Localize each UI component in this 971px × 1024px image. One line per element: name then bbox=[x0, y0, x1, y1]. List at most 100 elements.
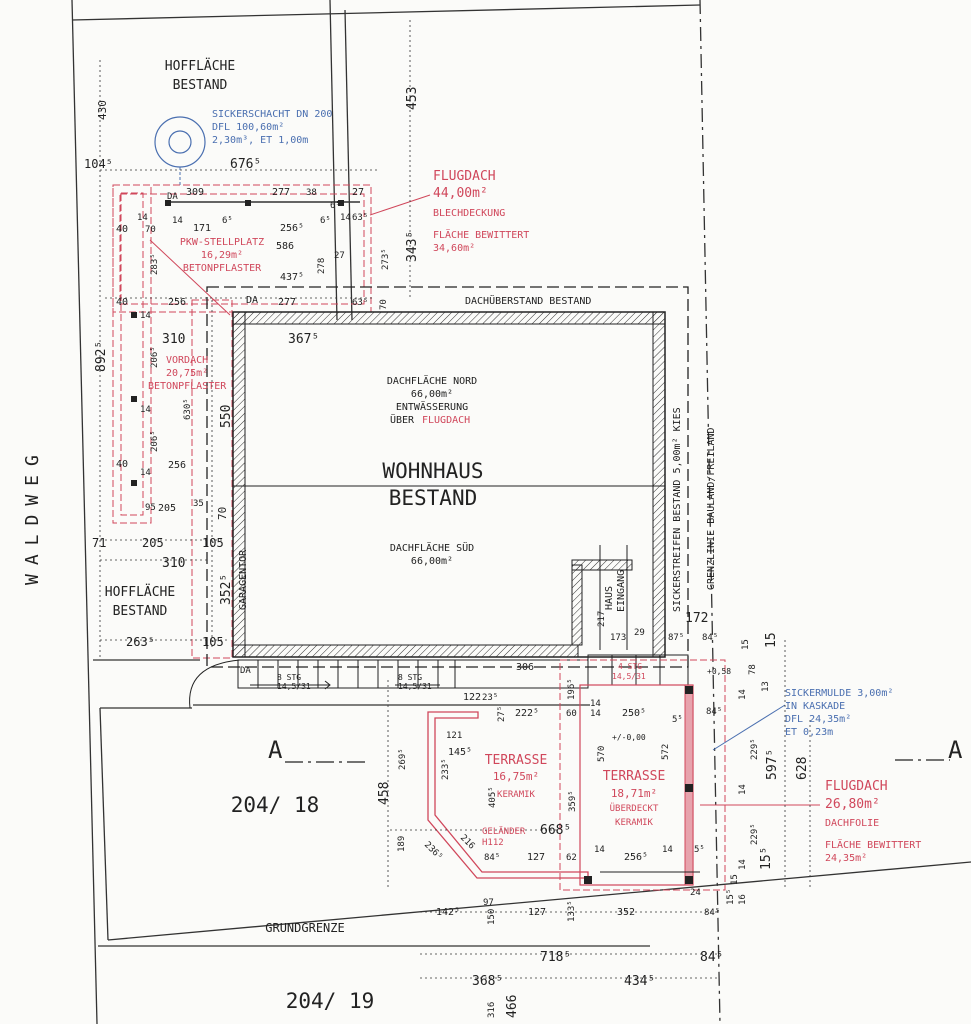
dim-405-5: 405⁵ bbox=[488, 786, 498, 808]
north-roof-label-4: ÜBER bbox=[390, 413, 415, 426]
terrace-roof-area: 26,80m² bbox=[825, 797, 880, 812]
dim-6-5a: 6⁵ bbox=[330, 201, 341, 211]
house-entrance-label-1: HAUS bbox=[604, 586, 615, 610]
dim-122: 122 bbox=[463, 692, 481, 703]
dim-668-5: 668⁵ bbox=[540, 823, 571, 838]
dim-40b: 40 bbox=[116, 297, 128, 308]
dim-14j: 14 bbox=[738, 784, 748, 795]
dim-310b: 310 bbox=[162, 556, 185, 571]
dim-87-5: 87⁵ bbox=[668, 633, 684, 643]
dim-250-5: 250⁵ bbox=[622, 708, 646, 719]
dim-316: 316 bbox=[487, 1002, 497, 1018]
dim-14b: 14 bbox=[172, 216, 183, 226]
dim-15-5b: 15⁵ bbox=[726, 889, 736, 905]
dim-306: 306 bbox=[516, 662, 534, 673]
dim-145-5: 145⁵ bbox=[448, 747, 472, 758]
dim-550: 550 bbox=[219, 405, 234, 428]
dim-269-5: 269⁵ bbox=[398, 748, 408, 770]
hof-left-label-1: HOFFLÄCHE bbox=[105, 584, 175, 600]
stair-1-size: 14,5/31 bbox=[277, 682, 311, 691]
dim-14a: 14 bbox=[137, 213, 148, 223]
dim-14m: 14 bbox=[738, 859, 748, 870]
stair-3-count: 4 STG bbox=[618, 662, 642, 671]
dim-27b: 27 bbox=[334, 251, 345, 261]
parcel-number-2: 204/ 19 bbox=[286, 989, 375, 1013]
dim-150: 150 bbox=[487, 909, 497, 925]
dim-718-5: 718⁵ bbox=[540, 950, 571, 965]
house-title-2: BESTAND bbox=[389, 486, 478, 510]
dim-189: 189 bbox=[397, 836, 407, 852]
dim-222-5: 222⁵ bbox=[515, 708, 539, 719]
house-entrance-label-2: EINGANG bbox=[616, 570, 627, 612]
dim-277b: 277 bbox=[278, 297, 296, 308]
carport-roof-exposed-label: FLÄCHE BEWITTERT bbox=[433, 228, 529, 241]
dim-14e: 14 bbox=[140, 405, 151, 415]
seepage-trough-label-2: IN KASKADE bbox=[785, 701, 845, 712]
boundary-zone-label: GRENZLINIE BAULAND/FREILAND bbox=[706, 427, 717, 590]
canopy-label-2: 20,75m² bbox=[166, 368, 208, 379]
dim-256-5: 256⁵ bbox=[280, 223, 304, 234]
south-roof-label-2: 66,00m² bbox=[411, 556, 453, 567]
dim-84-5d: 84⁵ bbox=[704, 908, 720, 918]
downpipe-3: DA bbox=[240, 666, 251, 676]
dimension-lines bbox=[99, 20, 811, 979]
terrace-roof-exposed-area: 24,35m² bbox=[825, 853, 867, 864]
canopy-label-1: VORDACH bbox=[166, 355, 208, 366]
street-label: WALDWEG bbox=[22, 446, 43, 585]
dim-70b: 70 bbox=[379, 299, 389, 310]
seepage-strip-label: SICKERSTREIFEN BESTAND 5,00m² KIES bbox=[672, 407, 683, 612]
dim-105b: 105 bbox=[202, 635, 224, 649]
dim-24: 24 bbox=[690, 888, 701, 898]
dim-14g: 14 bbox=[738, 689, 748, 700]
parking-label-2: 16,29m² bbox=[201, 250, 243, 261]
section-a-right: A bbox=[948, 736, 963, 764]
terrace-roof-title: FLUGDACH bbox=[825, 779, 888, 794]
dim-352: 352 bbox=[617, 907, 635, 918]
dim-256-5b: 256⁵ bbox=[624, 852, 648, 863]
dim-15-5: 15⁵ bbox=[759, 847, 774, 870]
dim-273-5: 273⁵ bbox=[381, 248, 391, 270]
dim-29: 29 bbox=[634, 628, 645, 638]
terrace-right-title: TERRASSE bbox=[603, 769, 666, 784]
dim-27-5: 27⁵ bbox=[497, 706, 507, 722]
dim-35: 35 bbox=[193, 499, 204, 509]
dim-256b: 256 bbox=[168, 460, 186, 471]
north-roof-label-1: DACHFLÄCHE NORD bbox=[387, 374, 477, 387]
dim-27a: 27 bbox=[352, 187, 364, 198]
seepage-trough-label-4: ET 0,23m bbox=[785, 727, 833, 738]
stairs bbox=[189, 654, 689, 709]
seepage-trough-label-3: DFL 24,35m² bbox=[785, 714, 851, 725]
dim-127a: 127 bbox=[527, 852, 545, 863]
north-roof-label-3: ENTWÄSSERUNG bbox=[396, 400, 468, 413]
dim-206-5b: 206⁵ bbox=[150, 430, 160, 452]
dim-84-5e: 84⁵ bbox=[700, 950, 723, 965]
dim-229-5b: 229⁵ bbox=[750, 823, 760, 845]
dim-16: 16 bbox=[738, 894, 748, 905]
dim-84-5b: 84⁵ bbox=[706, 707, 722, 717]
carport-roof-title: FLUGDACH bbox=[433, 169, 496, 184]
dim-368-5: 368⁵ bbox=[472, 974, 503, 989]
dim-309: 309 bbox=[186, 187, 204, 198]
dim-14l: 14 bbox=[662, 845, 673, 855]
seepage-trough-label-1: SICKERMULDE 3,00m² bbox=[785, 688, 893, 699]
terrace-left bbox=[427, 711, 589, 879]
dim-196-5: 196⁵ bbox=[567, 678, 577, 700]
dim-78: 78 bbox=[748, 664, 758, 675]
dim-127b: 127 bbox=[528, 907, 546, 918]
dim-216: 216 bbox=[458, 833, 477, 852]
dim-14f: 14 bbox=[140, 468, 151, 478]
dim-352-5: 352⁵ bbox=[219, 574, 234, 605]
carport-outline bbox=[112, 184, 372, 659]
dim-892-5: 892⁵ bbox=[94, 341, 109, 372]
carport-posts bbox=[131, 200, 344, 486]
dim-628: 628 bbox=[795, 757, 810, 780]
dim-171: 171 bbox=[193, 223, 211, 234]
dim-437-5: 437⁵ bbox=[280, 272, 304, 283]
terrace-left-material: KERAMIK bbox=[497, 790, 536, 800]
house-walls bbox=[232, 311, 666, 658]
dim-62: 62 bbox=[566, 853, 577, 863]
section-a-left: A bbox=[268, 736, 283, 764]
dim-104-5: 104⁵ bbox=[84, 157, 113, 171]
dim-205a: 205 bbox=[158, 503, 176, 514]
hof-left-label-2: BESTAND bbox=[113, 604, 168, 619]
